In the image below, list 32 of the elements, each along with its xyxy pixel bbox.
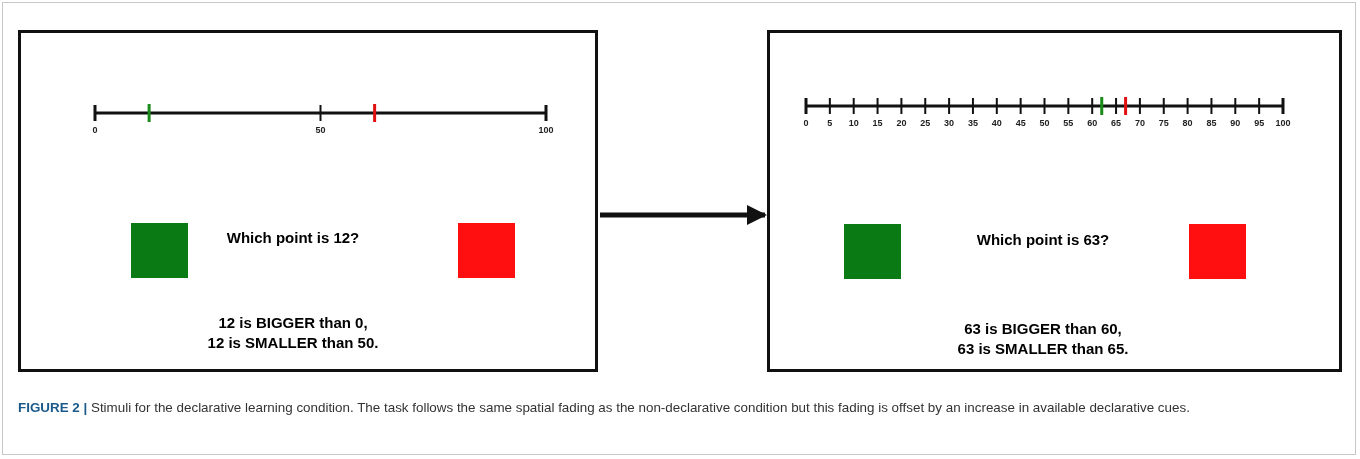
tick-label: 35 [967, 118, 978, 128]
tick-label: 0 [803, 118, 809, 128]
tick-label: 90 [1230, 118, 1241, 128]
screen-panel [18, 30, 598, 372]
tick-label: 5 [827, 118, 833, 128]
tick-label: 60 [1087, 118, 1098, 128]
tick-label: 50 [1039, 118, 1050, 128]
tick-label: 100 [1275, 118, 1291, 128]
tick-label: 0 [92, 125, 98, 135]
tick-label: 20 [896, 118, 907, 128]
tick-label: 25 [920, 118, 931, 128]
tick-label: 10 [848, 118, 859, 128]
question-text: Which point is 12? [226, 229, 360, 246]
tick-label: 55 [1063, 118, 1074, 128]
tick-label: 70 [1134, 118, 1145, 128]
tick-label: 80 [1182, 118, 1193, 128]
figure-caption: FIGURE 2 | Stimuli for the declarative learning condition. The task follows the same spatial fading as the non-declarative condition but this fading is offset by an increase in available declarative cues. [18, 399, 1191, 417]
tick-label: 65 [1111, 118, 1122, 128]
screen-panel [767, 30, 1342, 372]
tick-label: 85 [1206, 118, 1217, 128]
tick-label: 75 [1158, 118, 1169, 128]
tick-label: 95 [1254, 118, 1265, 128]
tick-label: 50 [315, 125, 326, 135]
question-text: Which point is 63? [976, 231, 1110, 248]
tick-label: 100 [538, 125, 554, 135]
hint-text: 63 is BIGGER than 60, 63 is SMALLER than 65. [957, 319, 1129, 359]
hint-text: 12 is BIGGER than 0, 12 is SMALLER than 50. [207, 313, 379, 353]
arrow [600, 205, 767, 225]
tick-label: 45 [1015, 118, 1026, 128]
tick-label: 30 [944, 118, 955, 128]
tick-label: 15 [872, 118, 883, 128]
tick-label: 40 [991, 118, 1002, 128]
